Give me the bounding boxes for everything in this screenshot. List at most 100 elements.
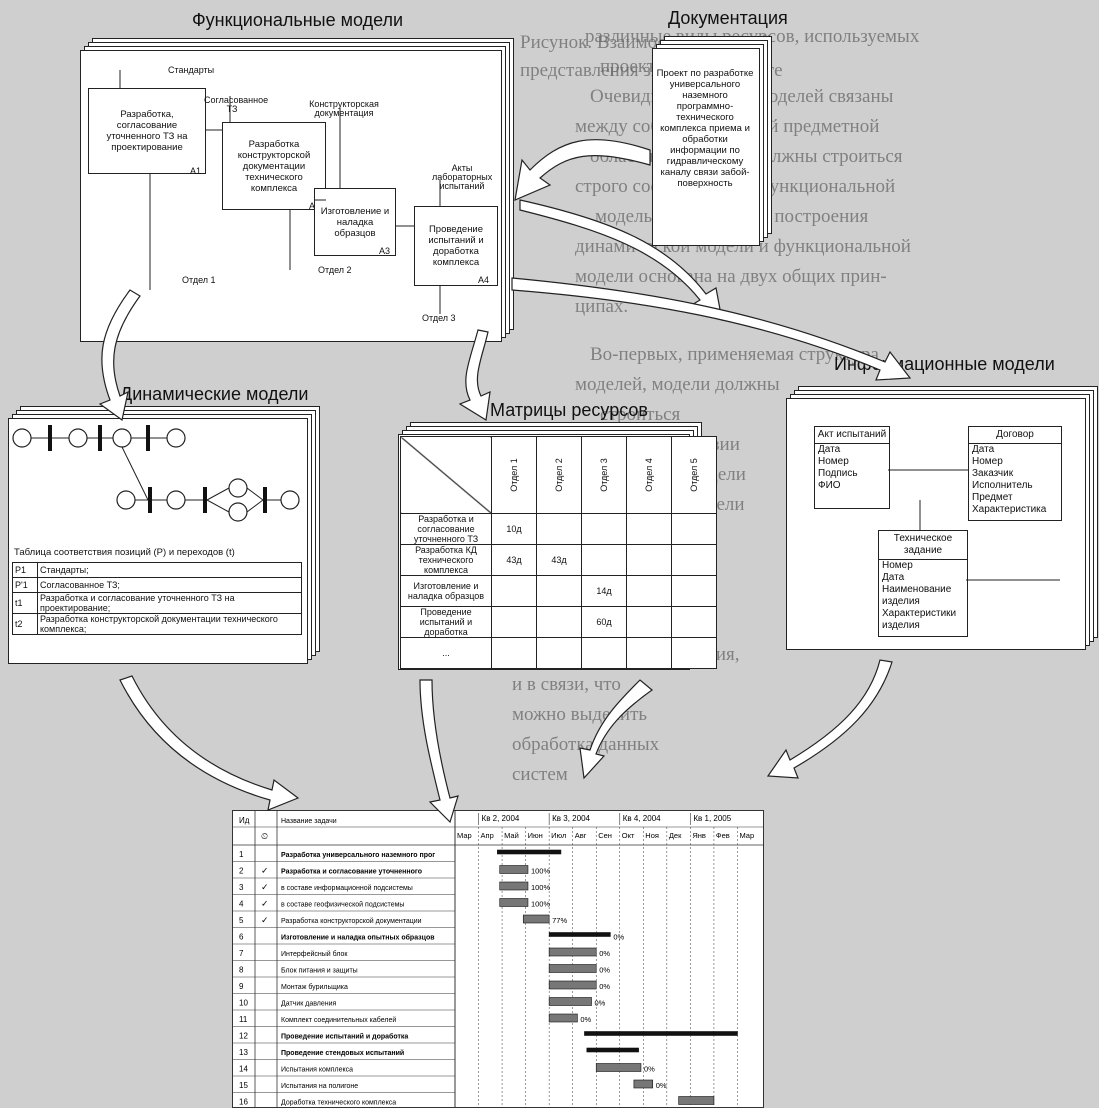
gantt-percent-label: 0% xyxy=(580,1015,591,1024)
gantt-percent-label: 0% xyxy=(613,933,624,942)
gantt-task-id: 10 xyxy=(239,999,248,1008)
gantt-percent-label: 0% xyxy=(599,949,610,958)
entity-attr: Дата xyxy=(818,444,841,455)
gantt-percent-label: 100% xyxy=(531,883,551,892)
gantt-month: Фев xyxy=(716,831,730,840)
background-text-line: обработка данных xyxy=(512,734,660,755)
gantt-task-name: Испытания на полигоне xyxy=(281,1083,358,1090)
gantt-task-bar xyxy=(499,881,529,891)
petri-arc xyxy=(246,499,264,513)
block-a3-code: A3 xyxy=(379,246,391,256)
matrix-cell xyxy=(671,637,717,669)
entity-contract: Договор Дата Номер Заказчик Исполнитель … xyxy=(968,426,1062,521)
petri-arc xyxy=(121,446,149,501)
arrow-dynamic-to-gantt xyxy=(119,675,300,811)
gantt-task-id: 15 xyxy=(239,1081,248,1090)
gantt-task-name: Разработка и согласование уточненного xyxy=(281,868,422,876)
gantt-task-id: 2 xyxy=(239,867,244,876)
entity-attr: Дата xyxy=(882,572,905,583)
arrow-info-to-gantt xyxy=(766,659,893,779)
gantt-percent-label: 100% xyxy=(531,867,551,876)
gantt-month: Апр xyxy=(481,831,494,840)
background-text-line: и в связи, что xyxy=(512,674,621,695)
gantt-percent-label: 0% xyxy=(595,999,606,1008)
gantt-task-bar xyxy=(595,1063,642,1072)
petri-transition xyxy=(148,487,152,513)
dynamic-models-title: Динамические модели xyxy=(120,384,309,404)
gantt-task-bar xyxy=(548,964,597,973)
gantt-task-name: Проведение стендовых испытаний xyxy=(281,1049,404,1057)
background-text-line: строиться xyxy=(600,404,681,425)
block-a4: Проведение испытаний и доработка комплек… xyxy=(414,206,498,286)
entity-attr: Номер xyxy=(818,456,849,467)
gantt-quarter: Кв 4, 2004 xyxy=(623,814,661,823)
matrix-cell xyxy=(536,513,582,545)
gantt-summary-bar xyxy=(586,1047,639,1053)
matrix-cell xyxy=(491,637,537,669)
petri-place xyxy=(166,428,186,448)
matrix-row-label: Изготовление и наладка образцов xyxy=(400,575,492,607)
gantt-task-id: 6 xyxy=(239,933,244,942)
entity-name: Акт испытаний xyxy=(815,427,889,444)
gantt-percent-label: 0% xyxy=(656,1081,667,1090)
gantt-percent-label: 100% xyxy=(531,900,551,909)
background-text-line: Во-первых, применяемая структура xyxy=(590,344,879,365)
background-text-line: различные виды ресурсов, используемых xyxy=(585,26,920,47)
gantt-task-id: 11 xyxy=(239,1015,248,1024)
entity-name: Техническое задание xyxy=(879,531,967,560)
gantt-month: Сен xyxy=(598,831,612,840)
entity-attr: Характеристика xyxy=(972,504,1047,515)
arrow-doc-to-functional xyxy=(514,139,651,201)
gantt-task-id: 3 xyxy=(239,883,244,892)
mapping-value: Разработка конструкторской документации … xyxy=(37,613,302,635)
petri-place xyxy=(166,490,186,510)
gantt-task-id: 16 xyxy=(239,1098,248,1107)
functional-models-title: Функциональные модели xyxy=(192,10,404,30)
label-dept1: Отдел 1 xyxy=(182,275,216,285)
gantt-task-id: 14 xyxy=(239,1065,248,1074)
gantt-month: Июл xyxy=(551,831,566,840)
gantt-task-id: 12 xyxy=(239,1032,248,1041)
gantt-task-name: в составе геофизической подсистемы xyxy=(281,901,404,909)
matrix-cell xyxy=(626,544,672,576)
block-a4-code: A4 xyxy=(478,275,490,285)
background-text-line: Рисунок. Взаимосвязь моделей xyxy=(520,32,772,53)
matrix-cell xyxy=(536,606,582,638)
gantt-task-id: 8 xyxy=(239,966,244,975)
gantt-task-id: 7 xyxy=(239,949,244,958)
matrix-cell xyxy=(626,575,672,607)
entity-tech-spec: Техническое задание Номер Дата Наименова… xyxy=(878,530,968,637)
entity-test-act: Акт испытаний Дата Номер Подпись ФИО xyxy=(814,426,890,509)
gantt-task-bar xyxy=(548,997,592,1006)
resource-matrices-title: Матрицы ресурсов xyxy=(490,400,648,420)
gantt-month: Мар xyxy=(457,831,472,840)
arrow-to-dynamic xyxy=(98,289,141,422)
label-design-docs: Конструкторская документация xyxy=(309,99,379,118)
petri-place xyxy=(228,478,248,498)
check-icon: ✓ xyxy=(261,899,269,909)
gantt-task-name: Монтаж бурильщика xyxy=(281,983,348,991)
block-a1-code: A1 xyxy=(190,166,202,176)
gantt-task-name: Проведение испытаний и доработка xyxy=(281,1033,408,1041)
gantt-percent-label: 77% xyxy=(552,916,567,925)
entity-attr: Заказчик xyxy=(972,468,1014,479)
matrix-cell xyxy=(581,637,627,669)
gantt-header-name: Название задачи xyxy=(281,818,337,825)
matrix-column-header: Отдел 3 xyxy=(581,436,627,514)
petri-arc xyxy=(206,487,230,501)
matrix-cell xyxy=(626,606,672,638)
gantt-summary-bar xyxy=(548,932,611,937)
petri-arc xyxy=(246,487,264,501)
documentation-text: Проект по разработке универсального назе… xyxy=(656,68,754,189)
entity-attr: Дата xyxy=(972,444,995,455)
petri-place xyxy=(280,490,300,510)
gantt-task-bar xyxy=(548,1013,578,1023)
gantt-header-id: Ид xyxy=(239,816,250,825)
gantt-percent-label: 0% xyxy=(599,966,610,975)
gantt-task-bar xyxy=(548,980,597,990)
gantt-percent-label: 0% xyxy=(599,982,610,991)
